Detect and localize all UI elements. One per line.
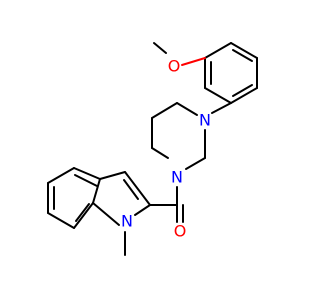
bond bbox=[47, 167, 75, 184]
bond bbox=[73, 167, 101, 180]
bond bbox=[230, 87, 258, 104]
piperazine-n-top-label: N bbox=[199, 111, 211, 130]
aryl-n-bond bbox=[211, 102, 232, 114]
bond bbox=[124, 171, 151, 206]
double-bond-inner bbox=[75, 203, 90, 222]
structure-canvas: O N N O bbox=[47, 42, 258, 256]
bond bbox=[92, 202, 120, 226]
methoxy-group: O bbox=[153, 42, 206, 76]
bond bbox=[151, 102, 178, 119]
bond bbox=[47, 212, 75, 229]
carbonyl-oxygen-label: O bbox=[174, 222, 187, 241]
double-bond-inner bbox=[74, 174, 98, 187]
piperazine-ring: N N bbox=[151, 102, 211, 187]
bond bbox=[176, 102, 198, 116]
double-bond-inner bbox=[123, 179, 139, 200]
double-bond-inner bbox=[232, 84, 253, 97]
bond bbox=[134, 204, 151, 216]
bond bbox=[151, 147, 169, 159]
bond bbox=[185, 157, 206, 170]
double-bond-inner bbox=[232, 49, 253, 62]
bond bbox=[73, 202, 94, 229]
indole-benzene-ring bbox=[47, 167, 101, 229]
methoxyphenyl-ring bbox=[204, 42, 258, 104]
bond bbox=[204, 87, 232, 104]
molecule-drawing: O N N O bbox=[47, 42, 258, 256]
bond bbox=[181, 57, 206, 66]
piperazine-n-bottom-label: N bbox=[171, 168, 183, 187]
bond bbox=[230, 42, 258, 59]
methoxy-oxygen-label: O bbox=[168, 57, 181, 76]
bond bbox=[153, 42, 167, 54]
carbonyl-group: O bbox=[149, 186, 187, 241]
indole-nitrogen-label: N bbox=[121, 212, 133, 231]
indole-pyrrole-ring: N bbox=[92, 171, 151, 231]
bond bbox=[99, 171, 126, 180]
bond bbox=[92, 178, 101, 204]
bond bbox=[204, 42, 232, 59]
